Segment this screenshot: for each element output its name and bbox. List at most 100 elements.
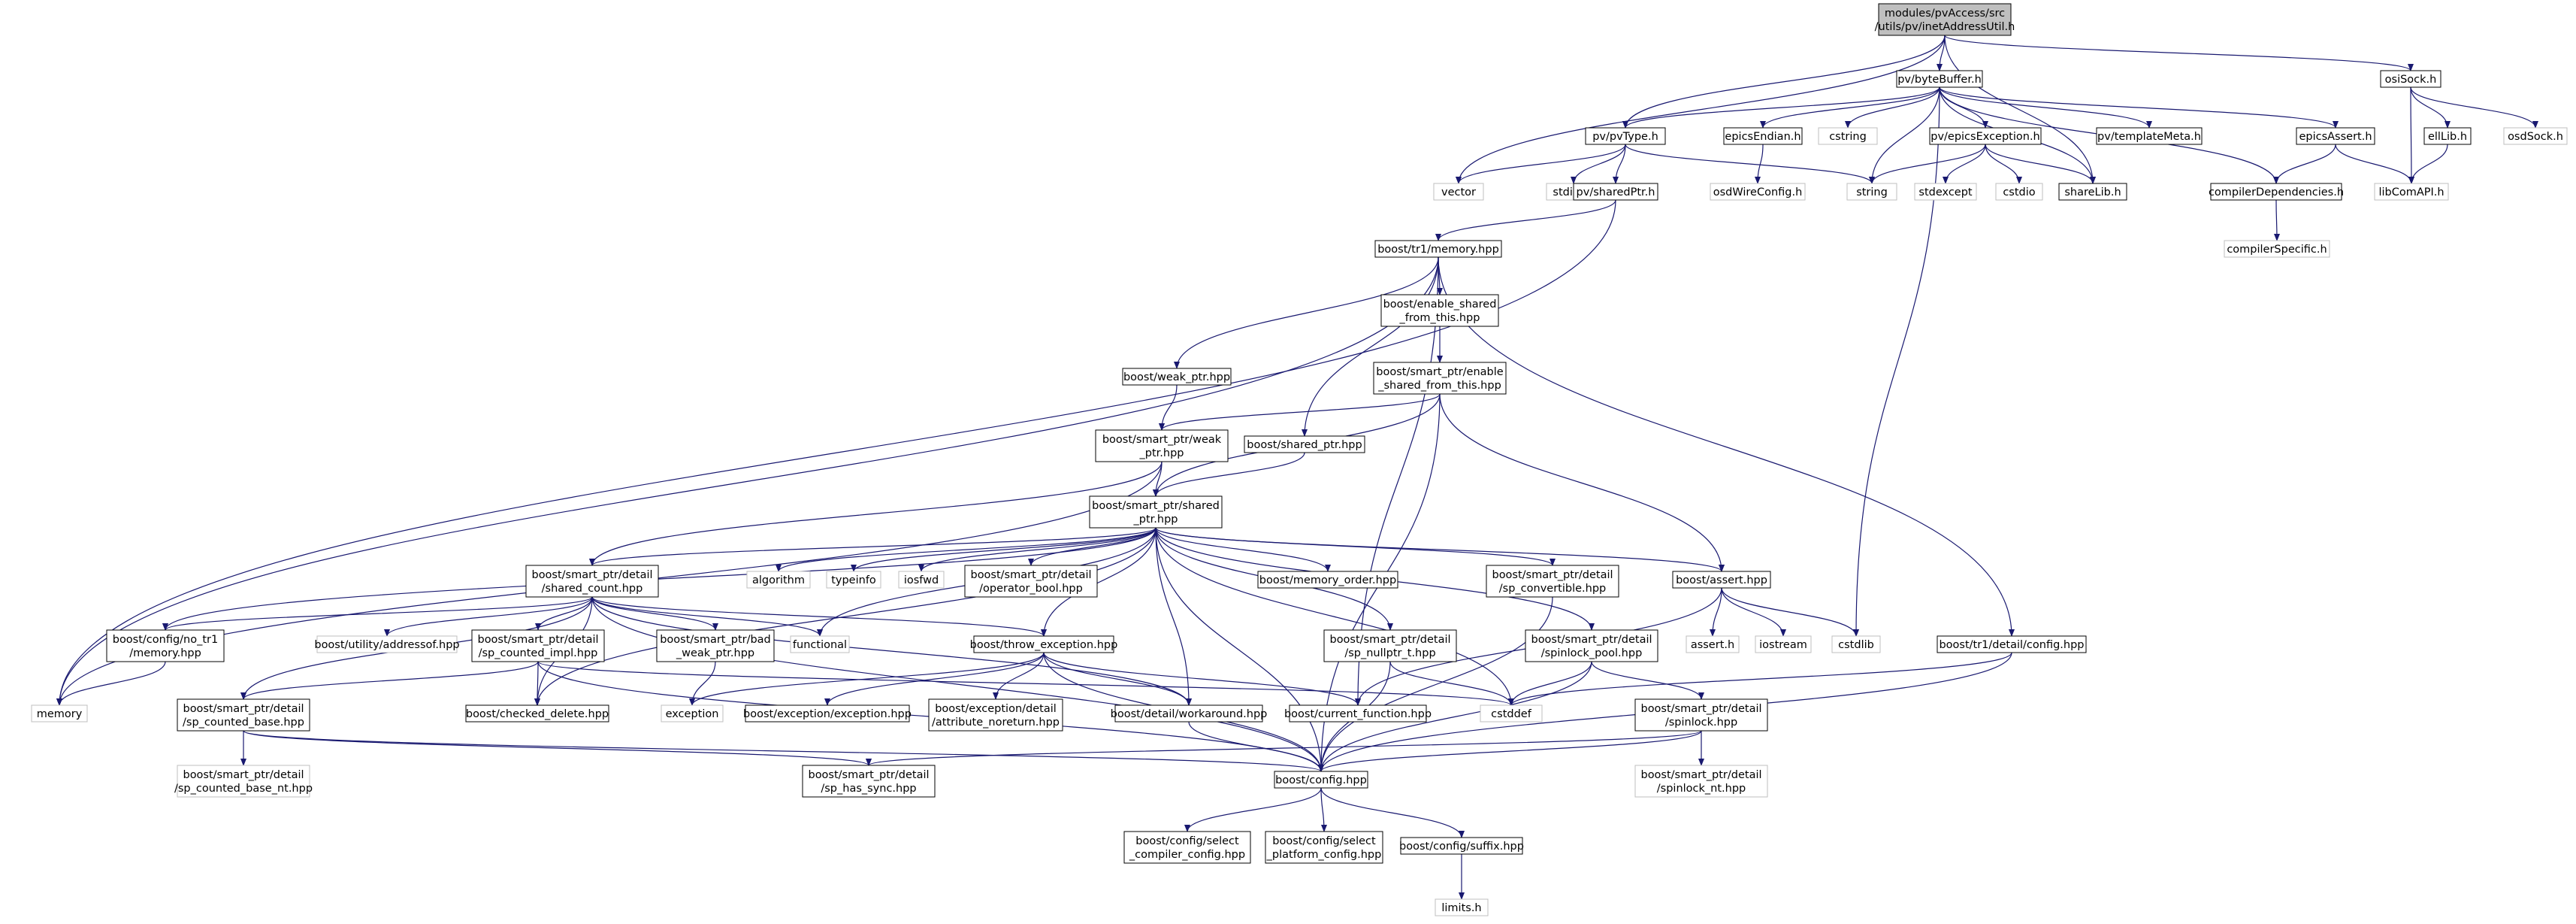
node-box-spsharedptr — [1089, 495, 1223, 529]
node-excexception[interactable]: boost/exception/exception.hpp — [743, 704, 912, 723]
node-badweakptr[interactable]: boost/smart_ptr/bad_weak_ptr.hpp — [656, 629, 775, 662]
edge-boostassert-to-asserth — [1710, 587, 1722, 637]
node-box-currentfunction — [1289, 704, 1427, 723]
edge-root-to-vector — [1456, 35, 1946, 184]
node-label-spinlock-line-0: boost/smart_ptr/detail — [1640, 703, 1761, 715]
edge-epicsexception-to-sharelib — [1985, 144, 2096, 184]
node-label-checkeddelete-line-0: boost/checked_delete.hpp — [466, 708, 609, 720]
node-box-typeinfo — [826, 571, 881, 589]
node-templatemeta[interactable]: pv/templateMeta.h — [2096, 127, 2203, 145]
node-boostassert[interactable]: boost/assert.hpp — [1672, 571, 1771, 589]
node-epicsendian[interactable]: epicsEndian.h — [1723, 127, 1803, 145]
edge-ellib-to-libcomapi — [2408, 144, 2448, 184]
node-enablesharedthis[interactable]: boost/enable_shared_from_this.hpp — [1380, 294, 1499, 327]
node-label-epicsexception-line-0: pv/epicsException.h — [1930, 131, 2040, 143]
node-ellib[interactable]: ellLib.h — [2423, 127, 2472, 145]
node-spweakptr[interactable]: boost/smart_ptr/weak_ptr.hpp — [1095, 429, 1229, 462]
node-weakptr[interactable]: boost/weak_ptr.hpp — [1122, 368, 1232, 386]
node-root[interactable]: modules/pvAccess/src/utils/pv/inetAddres… — [1875, 3, 2015, 36]
node-spcountedimpl[interactable]: boost/smart_ptr/detail/sp_counted_impl.h… — [471, 629, 605, 662]
node-spsharedptr[interactable]: boost/smart_ptr/shared_ptr.hpp — [1089, 495, 1223, 529]
node-selectcompiler[interactable]: boost/config/select_compiler_config.hpp — [1123, 831, 1251, 864]
node-attrnoreturn[interactable]: boost/exception/detail/attribute_noretur… — [928, 698, 1063, 732]
node-spinlockpool[interactable]: boost/smart_ptr/detail/spinlock_pool.hpp — [1525, 629, 1658, 662]
node-tr1config[interactable]: boost/tr1/detail/config.hpp — [1937, 635, 2087, 653]
node-vector: vector — [1433, 183, 1484, 201]
node-sharedptrhpp[interactable]: boost/shared_ptr.hpp — [1244, 435, 1365, 453]
node-label-spenableshared-line-0: boost/smart_ptr/enable — [1376, 366, 1503, 378]
node-selectplatform[interactable]: boost/config/select_platform_config.hpp — [1265, 831, 1383, 864]
node-sphassync[interactable]: boost/smart_ptr/detail/sp_has_sync.hpp — [802, 765, 936, 798]
node-label-libcomapi-line-0: libComAPI.h — [2378, 186, 2444, 198]
node-workaround[interactable]: boost/detail/workaround.hpp — [1111, 704, 1268, 723]
node-suffix[interactable]: boost/config/suffix.hpp — [1399, 837, 1524, 855]
edge-sharedcount-to-spcountedimpl — [535, 596, 593, 631]
node-spcountedbasent: boost/smart_ptr/detail/sp_counted_base_n… — [174, 765, 313, 798]
node-operatorbool[interactable]: boost/smart_ptr/detail/operator_bool.hpp — [964, 565, 1098, 598]
edge-sharedcount-to-functional — [591, 596, 823, 637]
node-label-epicsassert-line-0: epicsAssert.h — [2299, 131, 2372, 143]
node-label-functional-line-0: functional — [793, 639, 847, 651]
edge-spsharedptr-to-workaround — [1155, 527, 1192, 706]
edge-boostconfig-to-suffix — [1320, 787, 1465, 838]
node-label-suffix-line-0: boost/config/suffix.hpp — [1399, 841, 1524, 853]
node-throwexception[interactable]: boost/throw_exception.hpp — [970, 635, 1118, 653]
node-box-libcomapi — [2374, 183, 2449, 201]
node-label-spinlocknt-line-0: boost/smart_ptr/detail — [1640, 769, 1761, 781]
node-sharelib[interactable]: shareLib.h — [2058, 183, 2127, 201]
node-box-tr1memory — [1374, 240, 1502, 258]
node-boostconfig[interactable]: boost/config.hpp — [1274, 771, 1368, 789]
node-spconvertible[interactable]: boost/smart_ptr/detail/sp_convertible.hp… — [1486, 565, 1619, 598]
node-box-asserth — [1686, 635, 1740, 653]
node-memoryorder[interactable]: boost/memory_order.hpp — [1257, 571, 1398, 589]
edge-epicsexception-to-string — [1869, 144, 1986, 184]
node-box-limits — [1435, 898, 1489, 916]
node-box-compilerspecific — [2224, 240, 2330, 258]
node-box-epicsendian — [1723, 127, 1803, 145]
node-pvtype[interactable]: pv/pvType.h — [1585, 127, 1666, 145]
node-label-spsharedptr-line-1: _ptr.hpp — [1133, 514, 1178, 526]
node-label-stdexcept-line-0: stdexcept — [1918, 186, 1973, 198]
node-label-operatorbool-line-0: boost/smart_ptr/detail — [970, 569, 1091, 581]
node-label-exception-line-0: exception — [666, 708, 719, 720]
edge-spinlock-to-boostconfig — [1318, 730, 1702, 772]
node-spinlocknt: boost/smart_ptr/detail/spinlock_nt.hpp — [1634, 765, 1768, 798]
node-label-cstring-line-0: cstring — [1829, 131, 1867, 143]
node-label-asserth-line-0: assert.h — [1691, 639, 1734, 651]
node-spenableshared[interactable]: boost/smart_ptr/enable_shared_from_this.… — [1373, 362, 1507, 395]
node-label-compilerdep-line-0: compilerDependencies.h — [2209, 186, 2344, 198]
node-epicsexception[interactable]: pv/epicsException.h — [1929, 127, 2042, 145]
node-spinlock[interactable]: boost/smart_ptr/detail/spinlock.hpp — [1634, 698, 1768, 732]
node-label-spcountedbasent-line-0: boost/smart_ptr/detail — [183, 769, 304, 781]
node-label-enablesharedthis-line-0: boost/enable_shared — [1383, 298, 1497, 311]
edge-throwexception-to-currentfunction — [1043, 652, 1361, 706]
node-tr1memory[interactable]: boost/tr1/memory.hpp — [1374, 240, 1502, 258]
node-compilerdep[interactable]: compilerDependencies.h — [2209, 183, 2344, 201]
node-bytebuffer[interactable]: pv/byteBuffer.h — [1896, 70, 1983, 88]
edge-spinlockpool-to-cstddef — [1508, 661, 1592, 706]
node-label-tr1memory-line-0: boost/tr1/memory.hpp — [1377, 244, 1499, 256]
edge-sharedptr-to-tr1memory — [1435, 199, 1616, 241]
edge-throwexception-to-workaround — [1043, 652, 1192, 706]
node-epicsassert[interactable]: epicsAssert.h — [2296, 127, 2375, 145]
edge-root-to-pvtype — [1622, 35, 1946, 129]
node-checkeddelete[interactable]: boost/checked_delete.hpp — [465, 704, 609, 723]
node-spnullptr[interactable]: boost/smart_ptr/detail/sp_nullptr_t.hpp — [1323, 629, 1457, 662]
node-box-tr1config — [1937, 635, 2087, 653]
node-spcountedbase[interactable]: boost/smart_ptr/detail/sp_counted_base.h… — [177, 698, 310, 732]
node-label-sharedcount-line-1: /shared_count.hpp — [542, 583, 643, 595]
edge-epicsendian-to-osdwireconfig — [1755, 144, 1764, 184]
node-box-spweakptr — [1095, 429, 1229, 462]
node-sharedptr[interactable]: pv/sharedPtr.h — [1573, 183, 1658, 201]
node-label-badweakptr-line-1: _weak_ptr.hpp — [676, 647, 754, 659]
node-label-spinlock-line-1: /spinlock.hpp — [1665, 716, 1737, 729]
node-label-templatemeta-line-0: pv/templateMeta.h — [2097, 131, 2201, 143]
edge-weakptr-to-spweakptr — [1159, 384, 1178, 431]
node-box-cstring — [1818, 127, 1878, 145]
node-currentfunction[interactable]: boost/current_function.hpp — [1284, 704, 1432, 723]
node-sharedcount[interactable]: boost/smart_ptr/detail/shared_count.hpp — [525, 565, 659, 598]
node-box-pvtype — [1585, 127, 1666, 145]
node-notr1memory[interactable]: boost/config/no_tr1/memory.hpp — [106, 629, 225, 662]
node-box-osdsock — [2503, 127, 2568, 145]
node-osisock[interactable]: osiSock.h — [2380, 70, 2441, 88]
